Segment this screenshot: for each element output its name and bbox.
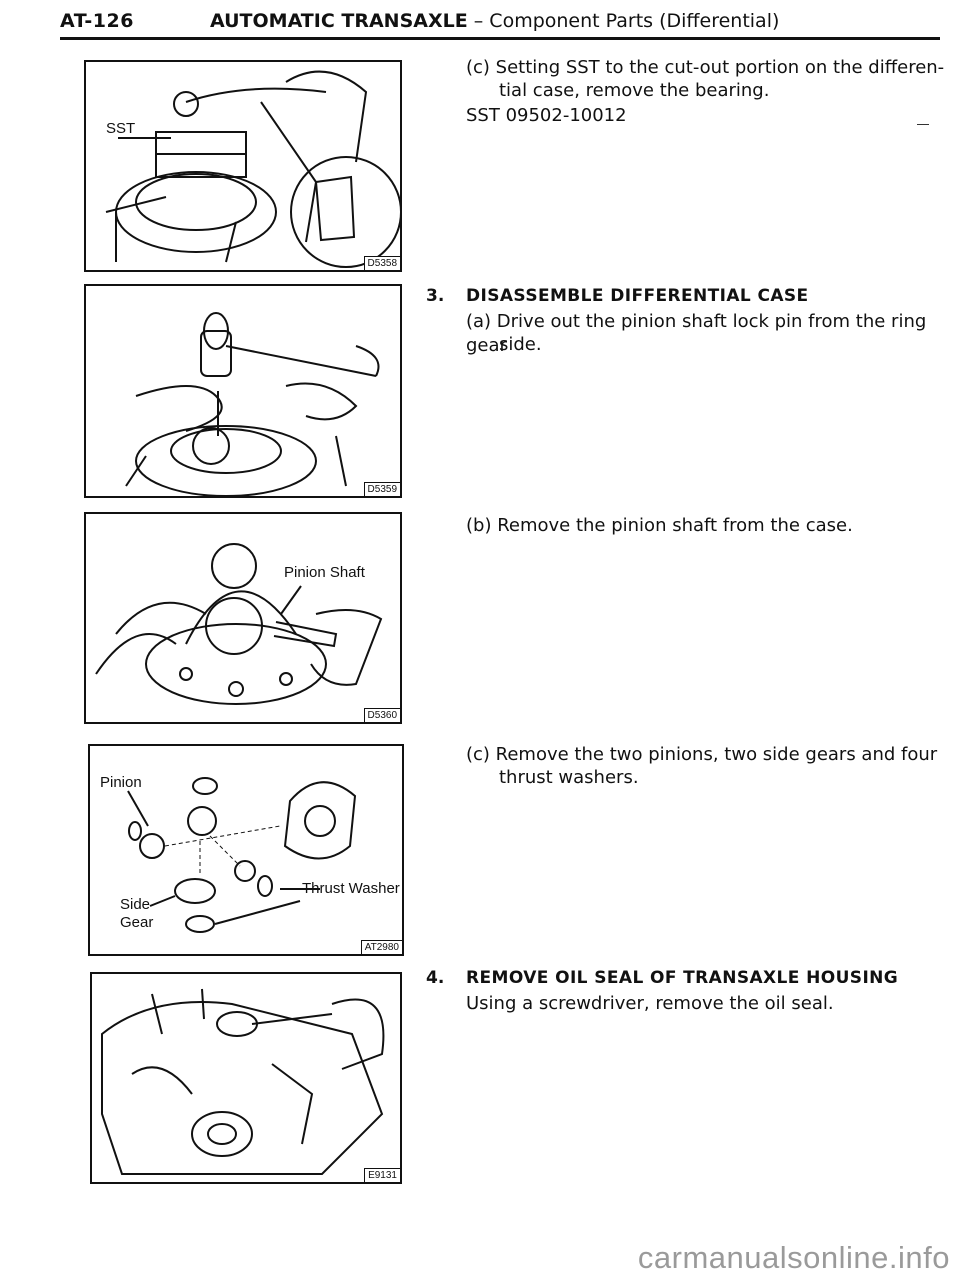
figure-code: D5359 <box>363 482 400 496</box>
pinion-shaft-removal-illustration <box>95 543 383 705</box>
sst-label: SST <box>106 120 136 137</box>
step-4-title: REMOVE OIL SEAL OF TRANSAXLE HOUSING <box>466 968 899 988</box>
pinion-shaft-label: Pinion Shaft <box>284 564 365 581</box>
page-header: AT-126 AUTOMATIC TRANSAXLE – Component P… <box>60 10 940 40</box>
page-title: AUTOMATIC TRANSAXLE – Component Parts (D… <box>210 10 779 32</box>
section-title: AUTOMATIC TRANSAXLE <box>210 10 468 32</box>
step-3a-text-line2: side. <box>499 334 542 355</box>
exploded-gear-illustration <box>127 777 357 933</box>
figure-pinion-shaft: Pinion Shaft D5360 <box>84 512 402 724</box>
subsection-title: – Component Parts (Differential) <box>473 10 780 32</box>
figure-exploded-gears: Pinion Thrust Washer Side Gear AT2980 <box>88 744 404 956</box>
margin-dash <box>917 124 929 125</box>
figure-code: D5360 <box>363 708 400 722</box>
pinion-label: Pinion <box>100 774 142 791</box>
step-4-number: 4. <box>426 968 445 988</box>
figure-sst-bearing: SST D5358 <box>84 60 402 272</box>
thrust-washer-label: Thrust Washer <box>302 880 400 897</box>
step-2c-text-line1: (c) Setting SST to the cut-out portion o… <box>466 57 945 78</box>
step-4-text: Using a screwdriver, remove the oil seal… <box>466 993 834 1014</box>
figure-code: AT2980 <box>360 940 402 954</box>
header-rule <box>60 37 940 40</box>
oil-seal-removal-illustration <box>101 988 385 1175</box>
step-3c-text-line2: thrust washers. <box>499 767 639 788</box>
step-3a-text-line1: (a) Drive out the pinion shaft lock pin … <box>466 311 927 356</box>
side-label: Side <box>120 896 151 913</box>
step-3b-text: (b) Remove the pinion shaft from the cas… <box>466 515 853 536</box>
hammer-punch-illustration <box>125 312 380 496</box>
bearing-puller-illustration <box>105 70 400 268</box>
step-3-number: 3. <box>426 286 445 306</box>
figure-lock-pin: D5359 <box>84 284 402 498</box>
step-3-title: DISASSEMBLE DIFFERENTIAL CASE <box>466 286 809 306</box>
figure-oil-seal: E9131 <box>90 972 402 1184</box>
step-3c-text-line1: (c) Remove the two pinions, two side gea… <box>466 744 938 765</box>
step-2c-text-line2: tial case, remove the bearing. <box>499 80 770 101</box>
page-number: AT-126 <box>60 10 134 32</box>
figure-code: D5358 <box>363 256 400 270</box>
sst-number: SST 09502-10012 <box>466 105 627 126</box>
watermark: carmanualsonline.info <box>637 1240 950 1275</box>
gear-label: Gear <box>120 914 154 931</box>
figure-code: E9131 <box>364 1168 400 1182</box>
